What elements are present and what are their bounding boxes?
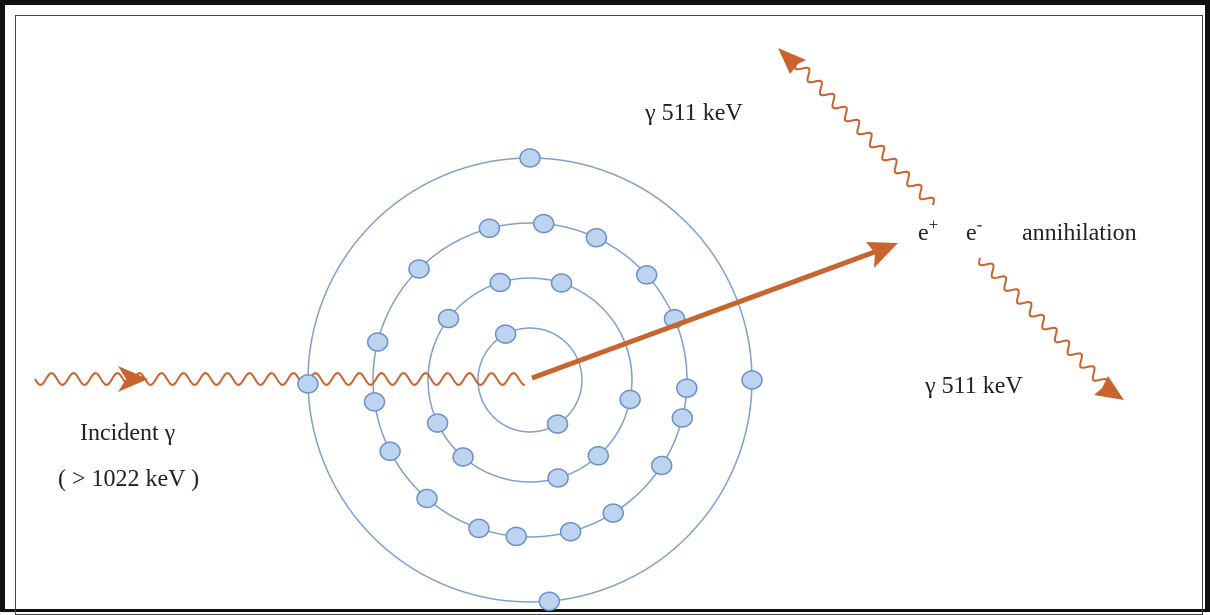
electron-shell-3-21 [468, 518, 490, 539]
positron-base: e [918, 220, 929, 246]
pair-production-arrowhead [866, 242, 898, 268]
gamma-bottom-label: γ 511 keV [924, 373, 1023, 399]
electron-shell-3-13 [635, 265, 658, 285]
pair-production-arrow [531, 247, 881, 381]
electron-shell-2-8 [587, 446, 610, 466]
incident-energy-label: ( > 1022 keV ) [58, 466, 199, 492]
electron-shell-3-23 [379, 441, 401, 462]
electron-shell-3-24 [363, 392, 386, 412]
electron-shell-2-3 [550, 273, 573, 293]
electron-shell-2-2 [489, 272, 511, 293]
orbit-k [477, 327, 583, 433]
electron-shell-3-12 [585, 227, 608, 248]
orbit-l [427, 277, 633, 483]
annihilation-label: annihilation [1022, 220, 1137, 246]
electron-shell-3-22 [416, 488, 438, 509]
electron-shell-1-0 [494, 324, 517, 344]
electron-sup: - [977, 215, 983, 234]
electron-shell-3-16 [671, 408, 694, 428]
electron-shell-4-30 [741, 370, 763, 390]
electron-shell-4-28 [538, 591, 561, 611]
electron-shell-3-18 [602, 503, 624, 523]
electron-shell-3-26 [408, 259, 430, 279]
electron-shell-2-6 [452, 447, 474, 467]
electron-label: e- [966, 215, 983, 246]
electron-shell-4-29 [297, 374, 319, 394]
gamma-top-arrowhead [778, 48, 806, 74]
gamma-bottom-wave [978, 257, 1109, 391]
electron-shell-4-27 [519, 148, 541, 168]
electron-base: e [966, 220, 977, 246]
electron-shell-3-10 [478, 218, 501, 239]
electron-shell-2-5 [426, 413, 449, 433]
gamma-top-wave [794, 61, 935, 206]
positron-label: e+ [918, 215, 938, 246]
electron-shell-2-4 [437, 308, 460, 329]
electron-shell-3-20 [505, 526, 528, 547]
electron-shell-3-25 [366, 332, 389, 352]
electron-shell-3-11 [532, 213, 555, 234]
gamma-top-label: γ 511 keV [644, 100, 743, 126]
incident-photon-arrowhead [118, 366, 148, 392]
positron-sup: + [929, 215, 939, 234]
electron-shell-3-17 [650, 455, 673, 476]
incident-photon-wave [34, 372, 526, 386]
electron-shell-2-7 [547, 468, 569, 488]
electron-shell-1-1 [546, 414, 569, 434]
electron-shell-2-9 [619, 389, 641, 410]
gamma-bottom-arrowhead [1094, 376, 1124, 400]
electron-shell-3-19 [559, 521, 582, 542]
electrons [297, 148, 763, 611]
electron-shell-3-15 [676, 378, 698, 398]
incident-gamma-label: Incident γ [80, 420, 176, 446]
